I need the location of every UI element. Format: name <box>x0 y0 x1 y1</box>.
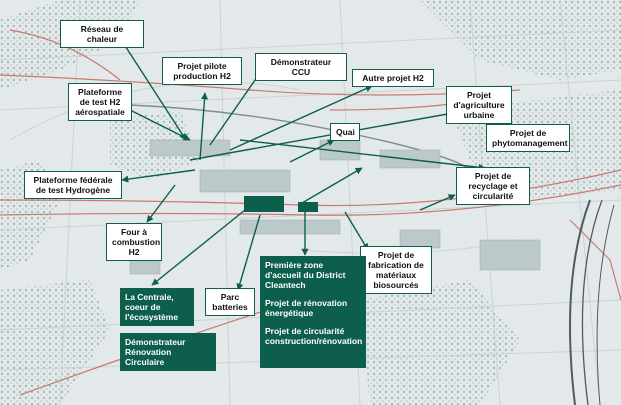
cleantech-item-zone: Première zone d'accueil du District Clea… <box>265 260 346 290</box>
label-autre-projet-h2[interactable]: Autre projet H2 <box>352 69 434 87</box>
label-quai[interactable]: Quai <box>330 123 360 141</box>
central-site-marker[interactable] <box>244 196 284 212</box>
label-agriculture-urbaine[interactable]: Projet d'agriculture urbaine <box>446 86 512 124</box>
label-cleantech-zone[interactable]: Première zone d'accueil du District Clea… <box>260 256 366 368</box>
label-phytomanagement[interactable]: Projet de phytomanagement <box>486 124 570 152</box>
label-plateforme-test-h2[interactable]: Plateforme de test H2 aérospatiale <box>68 83 132 121</box>
label-four-combustion[interactable]: Four à combustion H2 <box>106 223 162 261</box>
label-demonstrateur-ccu[interactable]: Démonstrateur CCU <box>255 53 347 81</box>
label-projet-pilote-h2[interactable]: Projet pilote production H2 <box>162 57 242 85</box>
cleantech-item-circularite: Projet de circularité construction/rénov… <box>265 326 363 346</box>
cleantech-item-renovation: Projet de rénovation énergétique <box>265 298 348 318</box>
label-la-centrale[interactable]: La Centrale, coeur de l'écosystème <box>120 288 194 326</box>
cleantech-site-marker[interactable] <box>298 202 318 212</box>
building-blocks <box>129 139 541 275</box>
label-parc-batteries[interactable]: Parc batteries <box>205 288 255 316</box>
label-recyclage[interactable]: Projet de recyclage et circularité <box>456 167 530 205</box>
label-plateforme-federale[interactable]: Plateforme fédérale de test Hydrogène <box>24 171 122 199</box>
label-demonstrateur-renovation[interactable]: Démonstrateur Rénovation Circulaire <box>120 333 216 371</box>
label-reseau-chaleur[interactable]: Réseau de chaleur <box>60 20 144 48</box>
connector-arrows <box>119 37 486 291</box>
label-materiaux-biosources[interactable]: Projet de fabrication de matériaux bioso… <box>360 246 432 294</box>
